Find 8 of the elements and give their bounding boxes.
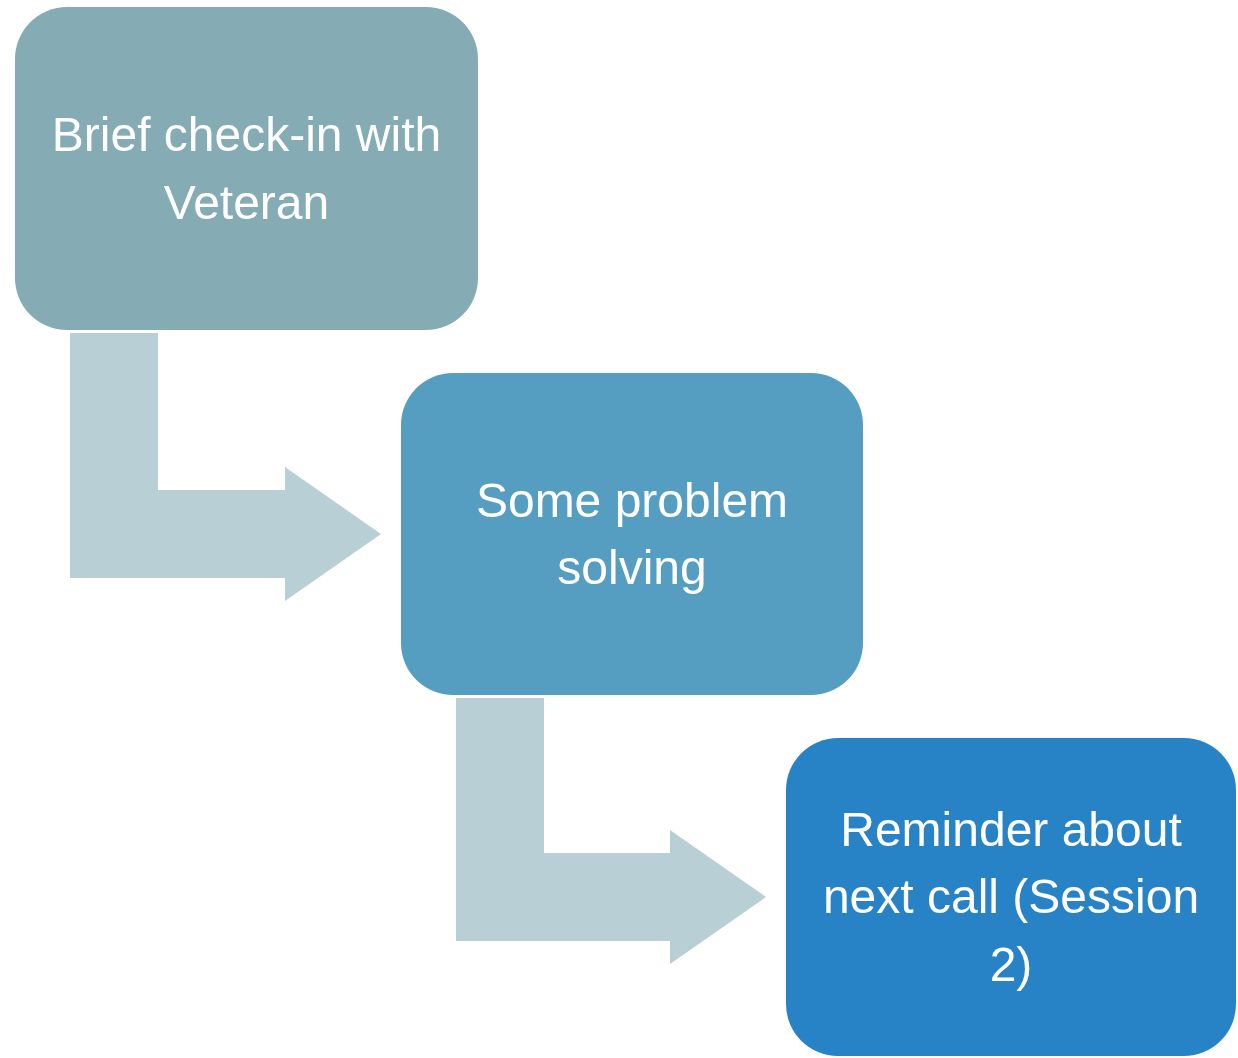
bent-arrow xyxy=(70,333,381,601)
step-text: Brief check-in with Veteran xyxy=(50,107,443,231)
process-box xyxy=(786,738,1236,1056)
step-text: Some problem solving xyxy=(474,472,790,596)
step-text: Reminder about next call (Session 2) xyxy=(821,802,1201,993)
process-box xyxy=(401,373,863,695)
bent-arrow xyxy=(456,698,766,964)
process-box xyxy=(15,7,478,330)
